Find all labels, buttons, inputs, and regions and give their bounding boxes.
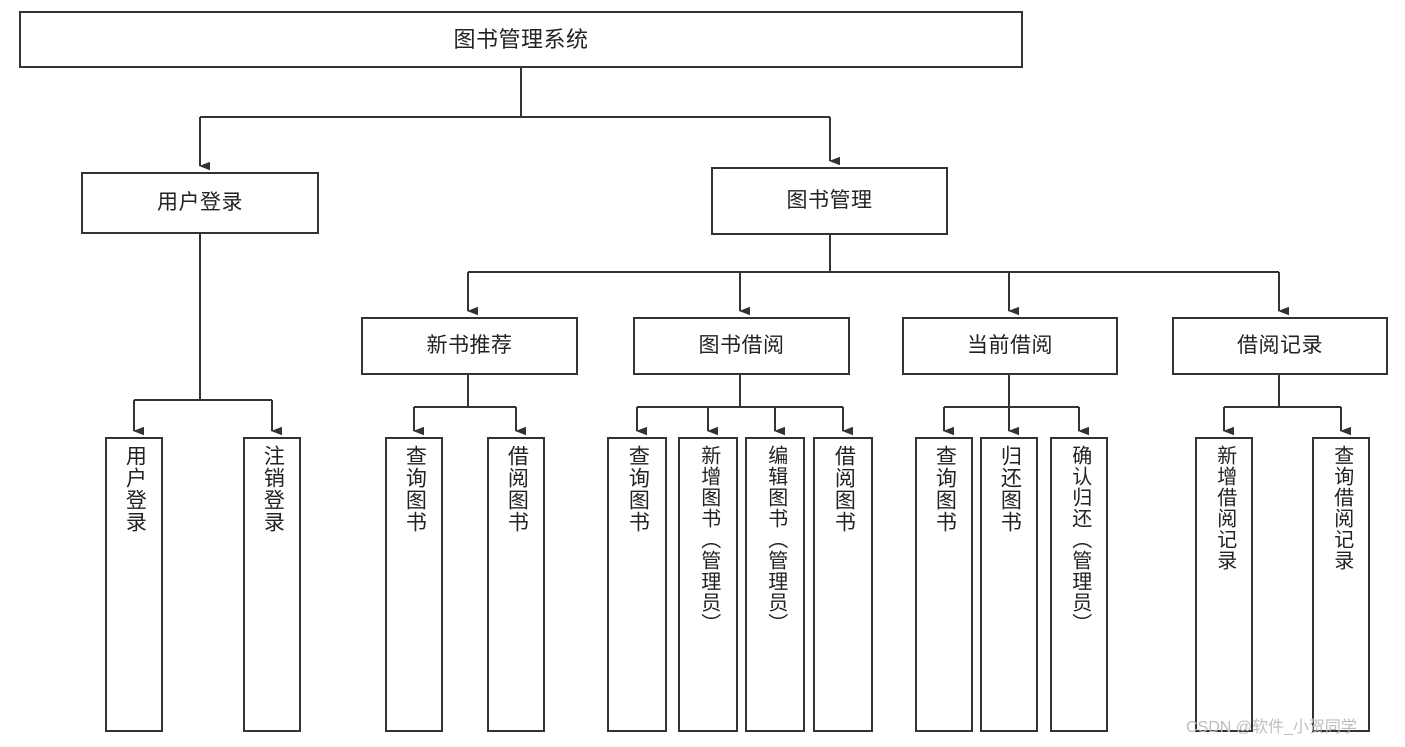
node-book-borrow-label: 图书借阅 bbox=[698, 333, 785, 357]
node-leaf-add-book[interactable]: 新增图书（管理员） bbox=[678, 437, 738, 732]
node-leaf-query-book-rec[interactable]: 查询图书 bbox=[385, 437, 443, 732]
node-borrow-record[interactable]: 借阅记录 bbox=[1172, 317, 1388, 375]
node-leaf-borrow-book-rec-label: 借阅图书 bbox=[505, 445, 529, 533]
node-current-borrow-label: 当前借阅 bbox=[967, 333, 1053, 357]
node-root[interactable]: 图书管理系统 bbox=[19, 11, 1023, 68]
node-leaf-confirm-return-label: 确认归还（管理员） bbox=[1068, 445, 1091, 634]
node-leaf-return-book[interactable]: 归还图书 bbox=[980, 437, 1038, 732]
node-leaf-query-book-cur-label: 查询图书 bbox=[933, 445, 957, 533]
node-leaf-return-book-label: 归还图书 bbox=[998, 445, 1022, 533]
node-leaf-user-logout[interactable]: 注销登录 bbox=[243, 437, 301, 732]
node-borrow-record-label: 借阅记录 bbox=[1237, 333, 1323, 357]
node-leaf-query-book-cur[interactable]: 查询图书 bbox=[915, 437, 973, 732]
node-leaf-query-book-borrow-label: 查询图书 bbox=[626, 445, 650, 533]
node-book-manage[interactable]: 图书管理 bbox=[711, 167, 948, 235]
csdn-watermark: CSDN @软件_小贺同学 bbox=[1186, 719, 1357, 736]
node-leaf-query-record[interactable]: 查询借阅记录 bbox=[1312, 437, 1370, 732]
node-leaf-add-record[interactable]: 新增借阅记录 bbox=[1195, 437, 1253, 732]
node-leaf-edit-book[interactable]: 编辑图书（管理员） bbox=[745, 437, 805, 732]
node-user-login-label: 用户登录 bbox=[157, 190, 243, 214]
node-root-label: 图书管理系统 bbox=[453, 26, 589, 52]
node-leaf-add-book-label: 新增图书（管理员） bbox=[697, 445, 720, 634]
node-book-manage-label: 图书管理 bbox=[786, 188, 873, 212]
node-current-borrow[interactable]: 当前借阅 bbox=[902, 317, 1118, 375]
node-leaf-query-book-borrow[interactable]: 查询图书 bbox=[607, 437, 667, 732]
node-leaf-borrow-book[interactable]: 借阅图书 bbox=[813, 437, 873, 732]
node-leaf-borrow-book-rec[interactable]: 借阅图书 bbox=[487, 437, 545, 732]
node-leaf-query-book-rec-label: 查询图书 bbox=[403, 445, 427, 533]
node-leaf-user-login[interactable]: 用户登录 bbox=[105, 437, 163, 732]
node-book-borrow[interactable]: 图书借阅 bbox=[633, 317, 850, 375]
node-leaf-edit-book-label: 编辑图书（管理员） bbox=[764, 445, 787, 634]
node-new-book-recommend-label: 新书推荐 bbox=[426, 333, 513, 357]
node-leaf-user-logout-label: 注销登录 bbox=[261, 445, 285, 533]
node-leaf-borrow-book-label: 借阅图书 bbox=[832, 445, 856, 533]
node-leaf-confirm-return[interactable]: 确认归还（管理员） bbox=[1050, 437, 1108, 732]
node-user-login[interactable]: 用户登录 bbox=[81, 172, 319, 234]
node-leaf-query-record-label: 查询借阅记录 bbox=[1330, 445, 1353, 571]
node-leaf-user-login-label: 用户登录 bbox=[123, 445, 147, 533]
node-leaf-add-record-label: 新增借阅记录 bbox=[1213, 445, 1236, 571]
node-new-book-recommend[interactable]: 新书推荐 bbox=[361, 317, 578, 375]
